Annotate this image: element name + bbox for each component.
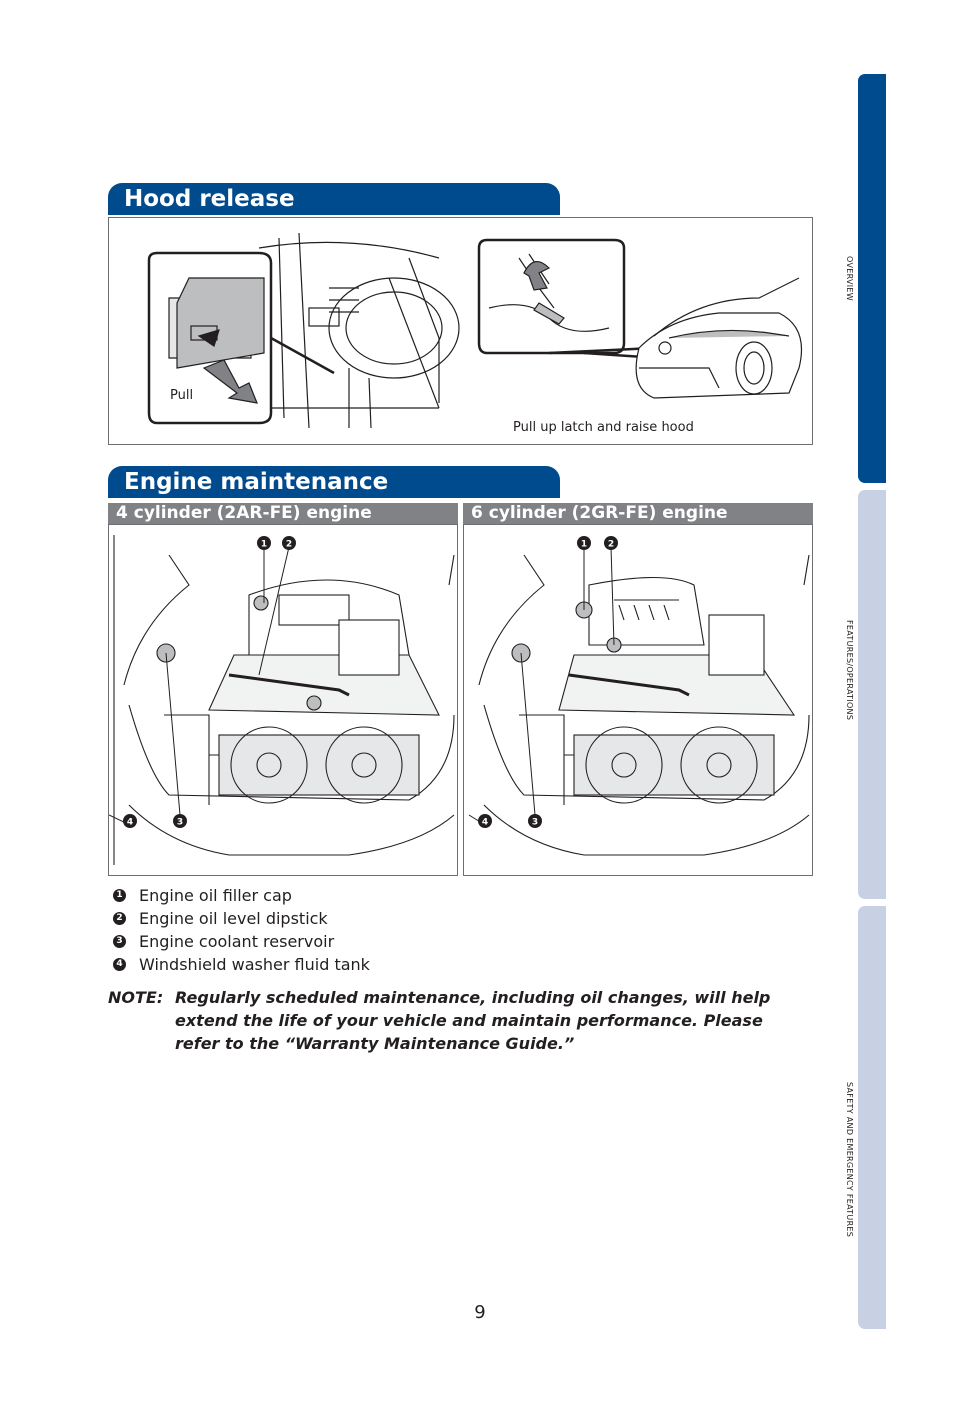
legend-label: Engine coolant reservoir [139,932,335,951]
tab-label-safety: SAFETY AND EMERGENCY FEATURES [845,1082,854,1238]
tab-safety-emergency[interactable] [858,906,886,1329]
latch-label: Pull up latch and raise hood [513,420,694,435]
number-2-icon: 2 [113,912,126,925]
tab-label-features: FEATURES/OPERATIONS [845,620,854,721]
engine6-title: 6 cylinder (2GR-FE) engine [463,503,813,524]
tab-features-operations[interactable] [858,490,886,899]
callout-3-icon [173,814,187,828]
legend-item: 2 Engine oil level dipstick [113,907,370,930]
svg-text:1: 1 [261,540,267,550]
legend-label: Engine oil filler cap [139,886,292,905]
callout-2-icon [604,536,618,550]
page-number: 9 [474,1302,486,1323]
callout-3-icon [528,814,542,828]
legend-item: 1 Engine oil filler cap [113,884,370,907]
engine4-illustration: 1 2 3 4 [108,524,458,876]
tab-label-overview: OVERVIEW [845,256,854,302]
hood-release-drawing [147,232,803,429]
legend-label: Engine oil level dipstick [139,909,328,928]
callout-4-icon [478,814,492,828]
number-1-icon: 1 [113,889,126,902]
svg-text:1: 1 [581,540,587,550]
engine6-callouts: 1 2 3 4 [478,536,618,828]
callout-4-icon [123,814,137,828]
engine-legend: 1 Engine oil filler cap 2 Engine oil lev… [113,884,370,976]
maintenance-note: NOTE: Regularly scheduled maintenance, i… [108,986,808,1055]
callout-2-icon [282,536,296,550]
svg-text:4: 4 [127,818,133,828]
svg-text:2: 2 [286,540,292,550]
svg-text:3: 3 [177,818,183,828]
hood-release-title: Hood release [108,183,560,215]
hood-release-illustration: Pull Pull up latch and raise hood [108,217,813,445]
pull-label: Pull [170,388,194,403]
engine4-callouts: 1 2 3 4 [123,536,296,828]
engine6-illustration: 1 2 3 4 [463,524,813,876]
engine4-title: 4 cylinder (2AR-FE) engine [108,503,458,524]
svg-text:2: 2 [608,540,614,550]
note-text: Regularly scheduled maintenance, includi… [175,988,771,1053]
number-4-icon: 4 [113,958,126,971]
engine6-drawing: 1 2 3 4 [468,536,810,856]
number-3-icon: 3 [113,935,126,948]
callout-1-icon [257,536,271,550]
engine4-drawing: 1 2 3 4 [109,535,455,865]
svg-text:4: 4 [482,818,488,828]
note-prefix: NOTE: [108,988,164,1007]
legend-item: 3 Engine coolant reservoir [113,930,370,953]
engine-maintenance-title: Engine maintenance [108,466,560,498]
tab-overview[interactable] [858,74,886,483]
callout-1-icon [577,536,591,550]
svg-text:3: 3 [532,818,538,828]
legend-label: Windshield washer fluid tank [139,955,370,974]
legend-item: 4 Windshield washer fluid tank [113,953,370,976]
